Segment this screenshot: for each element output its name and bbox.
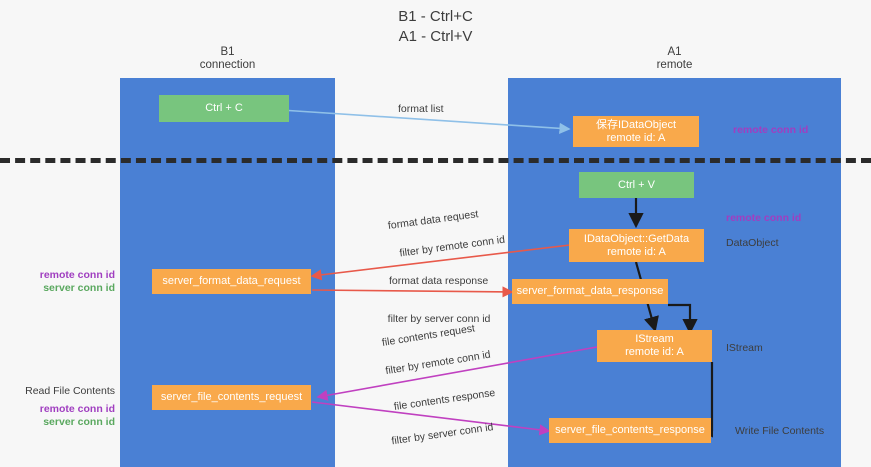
edge-label-format-data-response: format data response <box>389 275 489 287</box>
box-server-file-contents-response[interactable]: server_file_contents_response <box>549 418 711 443</box>
box-idataobject-store[interactable]: 保存IDataObject remote id: A <box>573 116 699 147</box>
edge-label-file-contents-response-filter: filter by server conn id <box>377 406 496 464</box>
filter-prefix: filter by <box>387 313 425 325</box>
box-server-format-data-response[interactable]: server_format_data_response <box>512 279 668 304</box>
annotation-right-write-file-contents: Write File Contents <box>735 425 825 437</box>
annotation-left-server-conn-id-2: server conn id <box>43 416 115 428</box>
filter-prefix: filter by <box>390 430 429 448</box>
annotation-left-read-file-contents: Read File Contents <box>25 385 115 397</box>
filter-prefix: filter by <box>398 242 437 260</box>
edge-label-format-list: format list <box>398 103 444 115</box>
box-server-format-data-request[interactable]: server_format_data_request <box>152 269 311 294</box>
box-ctrl-c[interactable]: Ctrl + C <box>159 95 289 122</box>
box-ctrl-v[interactable]: Ctrl + V <box>579 172 694 198</box>
filter-key-remote-conn-id: remote conn id <box>435 233 506 255</box>
edge-format-data-response <box>311 286 514 298</box>
annotation-right-remote-conn-id-mid: remote conn id <box>726 212 802 224</box>
filter-key-remote-conn-id: remote conn id <box>420 348 492 372</box>
lane-title-b1: B1 connection <box>199 46 256 71</box>
annotation-right-dataobject: DataObject <box>726 237 779 249</box>
box-istream[interactable]: IStream remote id: A <box>597 330 712 362</box>
annotation-left-remote-conn-id: remote conn id <box>39 269 115 281</box>
filter-key-server-conn-id: server conn id <box>427 421 495 443</box>
section-divider <box>0 158 871 163</box>
annotation-left-remote-conn-id-2: remote conn id <box>39 403 115 415</box>
annotation-right-istream: IStream <box>726 342 763 354</box>
lane-title-a1: A1 remote <box>656 46 693 71</box>
annotation-right-remote-conn-id-top: remote conn id <box>733 124 809 136</box>
box-server-file-contents-request[interactable]: server_file_contents_request <box>152 385 311 410</box>
filter-prefix: filter by <box>384 359 423 378</box>
edge-label-format-data-response-filter: filter by server conn id <box>376 298 491 340</box>
annotation-left-server-conn-id: server conn id <box>43 282 115 294</box>
page-title: B1 - Ctrl+C A1 - Ctrl+V <box>398 8 473 45</box>
filter-key-server-conn-id: server conn id <box>424 313 491 325</box>
box-idataobject-getdata[interactable]: IDataObject::GetData remote id: A <box>569 229 704 262</box>
